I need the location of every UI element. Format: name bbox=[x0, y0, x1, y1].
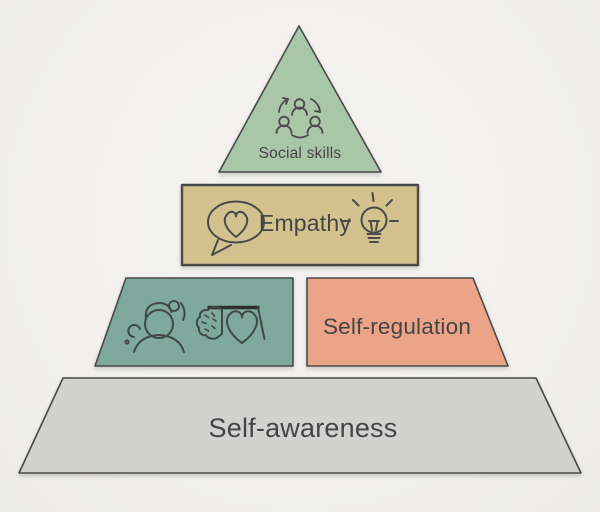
self-awareness-label: Self-awareness bbox=[209, 413, 398, 443]
level-empathy: Empathy bbox=[180, 183, 420, 267]
brain-heart-balance-icon bbox=[195, 305, 266, 344]
thinking-person-icon bbox=[124, 300, 186, 353]
lightbulb-icon bbox=[341, 192, 399, 243]
social-skills-label: Social skills bbox=[259, 145, 342, 162]
level-social-skills: Social skills bbox=[218, 25, 382, 173]
level-mind-and-heart bbox=[94, 277, 294, 367]
people-cycle-icon bbox=[275, 97, 324, 139]
level-self-awareness: Self-awareness bbox=[18, 377, 582, 474]
self-awareness-trapezoid bbox=[18, 377, 582, 474]
self-regulation-trapezoid bbox=[306, 277, 509, 367]
empathy-rectangle bbox=[180, 183, 420, 267]
mind-and-heart-trapezoid bbox=[94, 277, 294, 367]
level-self-regulation: Self-regulation bbox=[306, 277, 509, 367]
empathy-label: Empathy bbox=[259, 210, 351, 236]
self-regulation-label: Self-regulation bbox=[323, 314, 471, 339]
heart-speech-bubble-icon bbox=[207, 200, 265, 256]
